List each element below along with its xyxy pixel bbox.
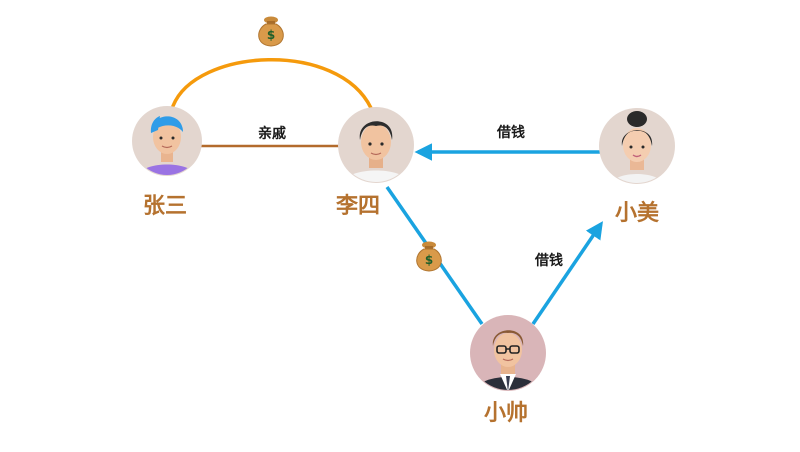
svg-text:$: $ <box>425 253 433 267</box>
money-bag-icon: $ <box>258 16 284 47</box>
loan-edge-xiaoshuai-to-xiaomei <box>531 221 603 325</box>
node-xiaomei[interactable]: 小美 <box>599 108 675 226</box>
node-xiaoshuai[interactable]: 小帅 <box>470 315 546 426</box>
node-name-xiaoshuai: 小帅 <box>484 401 528 426</box>
node-name-lisi: 李四 <box>335 194 380 219</box>
money-arc-edge <box>171 58 373 110</box>
node-name-zhangsan: 张三 <box>143 194 187 219</box>
loan-label-right: 借钱 <box>534 252 563 269</box>
svg-text:$: $ <box>267 28 275 42</box>
loan-label-top: 借钱 <box>496 124 525 141</box>
relatives-label: 亲戚 <box>258 125 286 142</box>
node-lisi[interactable]: 李四 <box>335 107 414 219</box>
avatar-xiaomei-figure <box>610 111 664 183</box>
node-zhangsan[interactable]: 张三 <box>132 106 202 219</box>
money-bag-icon: $ <box>416 241 442 272</box>
node-name-xiaomei: 小美 <box>615 200 660 226</box>
